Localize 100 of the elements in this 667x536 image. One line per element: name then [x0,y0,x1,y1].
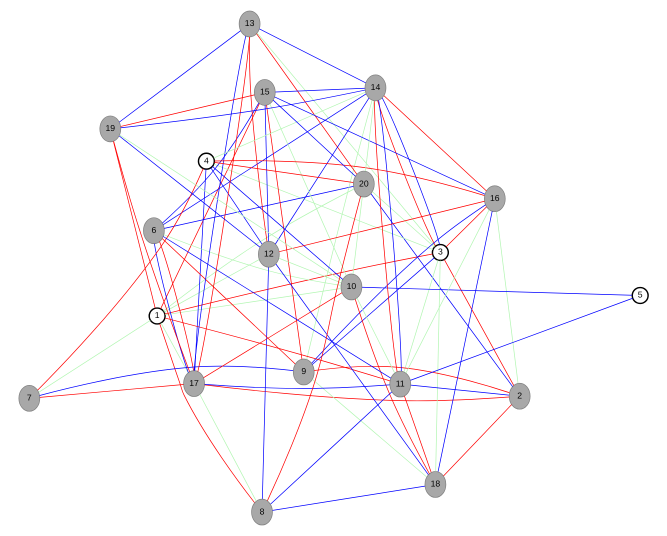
connector [278,200,485,252]
connector [39,366,294,396]
connector [275,88,366,92]
connector [270,392,392,504]
node-ellipse: 20 [353,170,375,198]
node-ellipse: 19 [100,116,122,142]
node-ellipse: 9 [292,358,315,386]
node-ellipse: 12 [258,240,280,268]
connector [159,323,255,503]
connector [406,209,490,374]
connector [410,298,634,381]
connector [212,166,344,280]
connector [272,486,426,511]
connector [159,241,194,371]
connector [259,28,366,84]
connector [314,366,510,393]
connector [354,298,430,474]
node-ellipse: 11 [389,370,412,398]
connector [164,318,390,382]
connector [352,196,363,274]
connector [306,100,372,360]
connector [311,204,486,364]
connector [214,160,485,196]
node-ellipse: 18 [424,471,446,498]
connector [372,191,435,248]
connector [118,30,241,122]
connector [278,258,342,284]
connector [249,36,268,242]
connector [120,94,255,127]
connector [378,100,402,372]
connector [113,141,190,372]
node-circle: 4 [198,152,216,170]
connector [362,286,632,296]
connector [384,95,487,192]
connector [37,168,204,390]
connector [163,188,354,312]
connector [160,103,260,310]
connector [113,141,156,308]
connector [164,288,342,316]
connector [118,136,260,248]
connector [213,92,366,158]
connector [256,33,358,175]
node-circle: 1 [148,307,166,325]
connector [444,259,514,386]
connector [267,196,361,502]
connector [272,100,356,177]
connector [404,260,438,372]
connector [120,90,366,128]
node-ellipse: 17 [183,370,205,397]
connector [163,94,366,225]
connector [204,384,390,389]
connector [162,102,260,224]
connector [214,162,354,183]
node-ellipse: 2 [508,382,530,410]
connector [164,234,342,286]
node-circle: 5 [632,286,649,304]
connector [164,186,354,229]
connector [162,236,392,379]
connector [374,100,398,372]
connector [214,164,434,250]
connector [404,396,432,473]
connector [199,394,257,502]
connector [370,193,513,387]
connector [438,211,493,472]
connector [312,378,427,478]
node-circle: 3 [432,244,450,262]
connector [312,258,434,365]
connector [410,384,510,396]
node-ellipse: 13 [238,10,260,38]
node-ellipse: 7 [18,384,40,412]
node-ellipse: 10 [340,274,362,300]
node-ellipse: 15 [254,79,276,106]
connector [194,169,206,371]
connector [164,259,260,312]
node-ellipse: 14 [364,74,386,102]
connector [274,96,486,195]
connector [40,384,184,398]
connector [154,243,189,373]
connector [496,211,518,384]
connector [365,100,374,172]
node-ellipse: 16 [484,185,506,212]
connector [435,260,441,472]
connector [210,168,262,244]
connector [38,320,151,392]
connector [446,206,487,248]
node-ellipse: 6 [143,217,165,244]
connector [356,298,396,374]
connector [276,264,429,475]
connector [119,134,342,282]
connector [443,404,512,476]
connector [164,254,433,314]
connector [275,98,370,244]
connector [160,322,189,374]
connector [266,104,302,360]
connector [262,267,269,500]
connector [256,32,436,247]
connector [162,238,296,364]
connector [270,104,347,276]
connector [203,292,342,378]
connector [204,384,510,402]
